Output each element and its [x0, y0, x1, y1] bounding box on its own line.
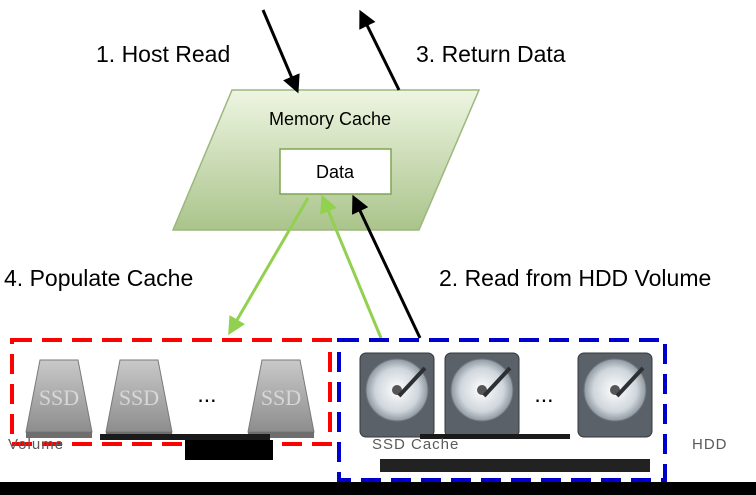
ssd-drive-1-label: SSD	[39, 385, 79, 410]
hdd-drive-1	[359, 352, 435, 438]
populate-cache-arrow	[228, 197, 310, 336]
hdd-caption-fragment: SSD Cache	[372, 436, 460, 453]
bottom-black-bar	[0, 482, 756, 495]
right-caption-fragment: HDD	[692, 436, 728, 453]
hdd-drive-2	[444, 352, 520, 438]
hdd-read-arrow	[351, 194, 422, 339]
hdd-ellipsis: ...	[534, 381, 553, 407]
ssd-drive-3: SSD	[247, 359, 315, 438]
ssd-volume-group	[10, 338, 332, 446]
hdd-volume-group	[337, 338, 667, 482]
ssd-ellipsis: ...	[197, 381, 216, 407]
step-populate-cache-label: 4. Populate Cache	[4, 265, 193, 291]
memory-cache-label: Memory Cache	[269, 109, 391, 129]
caption-glitch-bar-3	[420, 434, 570, 439]
hdd-drive-3	[577, 352, 653, 438]
step-return-data-label: 3. Return Data	[416, 41, 566, 67]
ssd-to-data-arrow	[320, 194, 383, 339]
host-read-arrow	[261, 9, 300, 94]
step-read-hdd-label: 2. Read from HDD Volume	[439, 265, 711, 291]
caption-glitch-bar-4	[380, 459, 650, 472]
ssd-drive-1: SSD	[25, 359, 93, 438]
caption-glitch-bar-1	[100, 434, 270, 440]
return-data-arrow	[359, 9, 401, 91]
ssd-drive-2-label: SSD	[119, 385, 159, 410]
ssd-caption-fragment: Volume	[8, 436, 65, 453]
caption-glitch-bar-2	[185, 440, 273, 460]
data-box-label: Data	[316, 162, 355, 182]
data-box	[279, 148, 392, 195]
step-host-read-label: 1. Host Read	[96, 41, 230, 67]
ssd-drive-3-label: SSD	[261, 385, 301, 410]
ssd-drive-2: SSD	[105, 359, 173, 438]
